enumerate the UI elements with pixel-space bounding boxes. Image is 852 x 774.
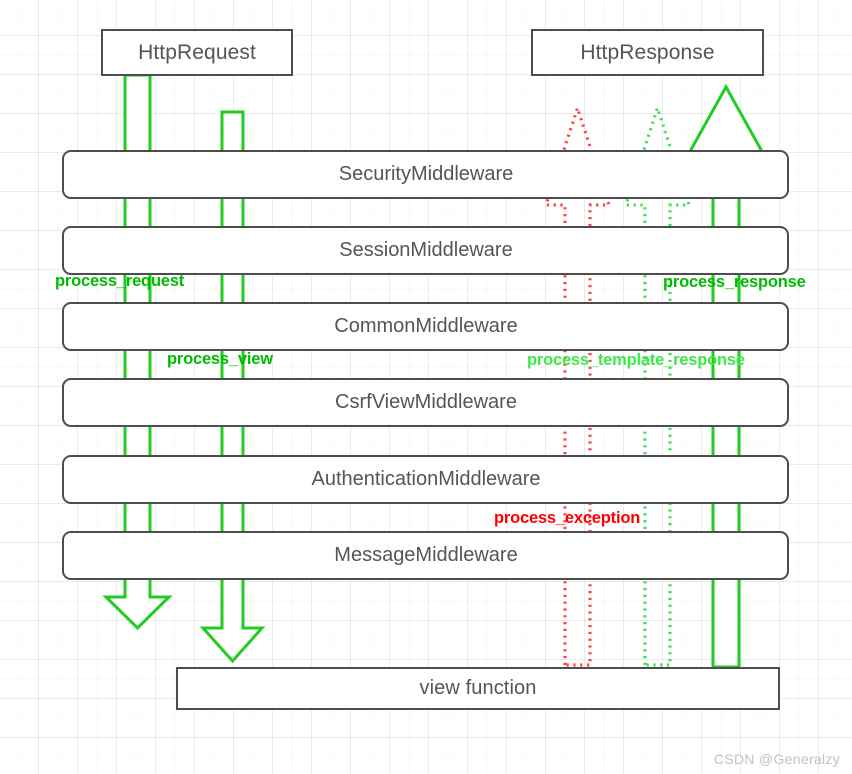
annotation-process-view: process_view (167, 350, 273, 368)
http-response-box[interactable]: HttpResponse (531, 29, 764, 76)
middleware-box-2[interactable] (62, 302, 789, 351)
middleware-box-1[interactable] (62, 226, 789, 275)
http-request-box[interactable]: HttpRequest (101, 29, 293, 76)
middleware-box-3[interactable] (62, 378, 789, 427)
http-response-label: HttpResponse (580, 40, 715, 64)
annotation-process-exception: process_exception (494, 509, 641, 527)
process-template-response-arrow (623, 102, 692, 667)
watermark: CSDN @Generalzy (713, 751, 840, 767)
view-function-box[interactable]: view function (176, 667, 780, 710)
annotation-process-template-response: process_template_response (527, 351, 745, 369)
annotation-process-request: process_request (55, 272, 185, 290)
http-request-label: HttpRequest (138, 40, 256, 64)
middleware-box-0[interactable] (62, 150, 789, 199)
process-exception-arrow (543, 102, 612, 667)
annotation-process-response: process_response (663, 273, 806, 291)
middleware-box-5[interactable] (62, 531, 789, 580)
view-function-label: view function (419, 677, 537, 699)
middleware-box-4[interactable] (62, 455, 789, 504)
